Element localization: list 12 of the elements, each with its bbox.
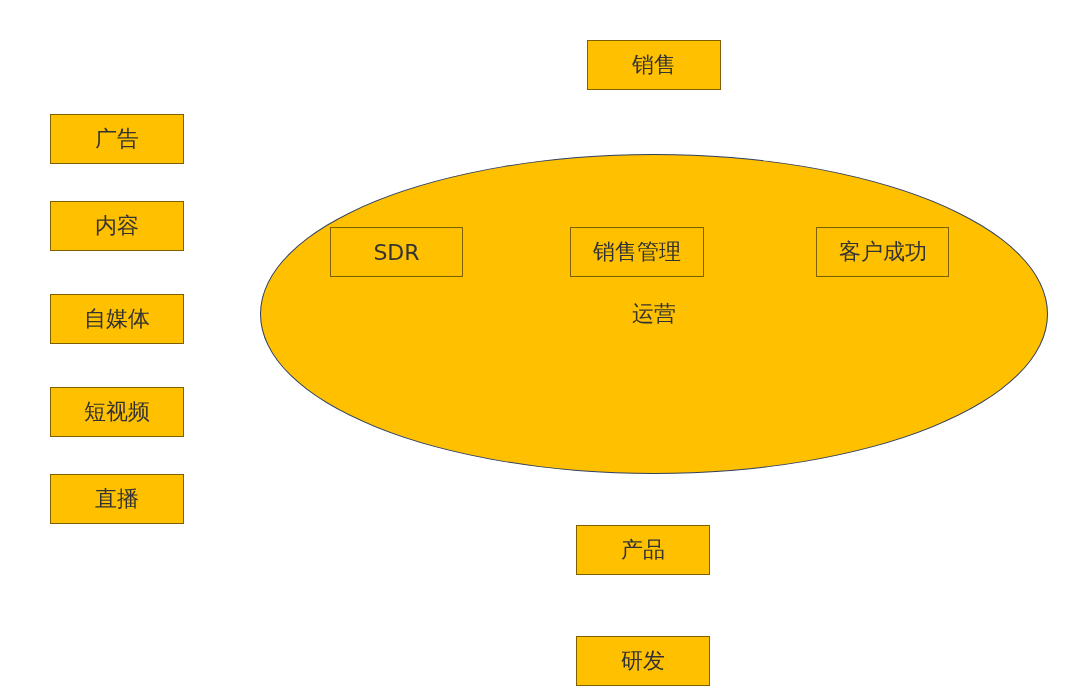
region-label: 运营 [632,301,676,326]
process-box: 自媒体 [50,294,184,344]
process-box: 短视频 [50,387,184,437]
process-box: 销售 [587,40,721,90]
process-box: 客户成功 [816,227,949,277]
process-box: 广告 [50,114,184,164]
process-box: SDR [330,227,463,277]
process-box: 产品 [576,525,710,575]
process-box: 内容 [50,201,184,251]
process-box: 直播 [50,474,184,524]
process-box: 研发 [576,636,710,686]
process-box: 销售管理 [570,227,704,277]
